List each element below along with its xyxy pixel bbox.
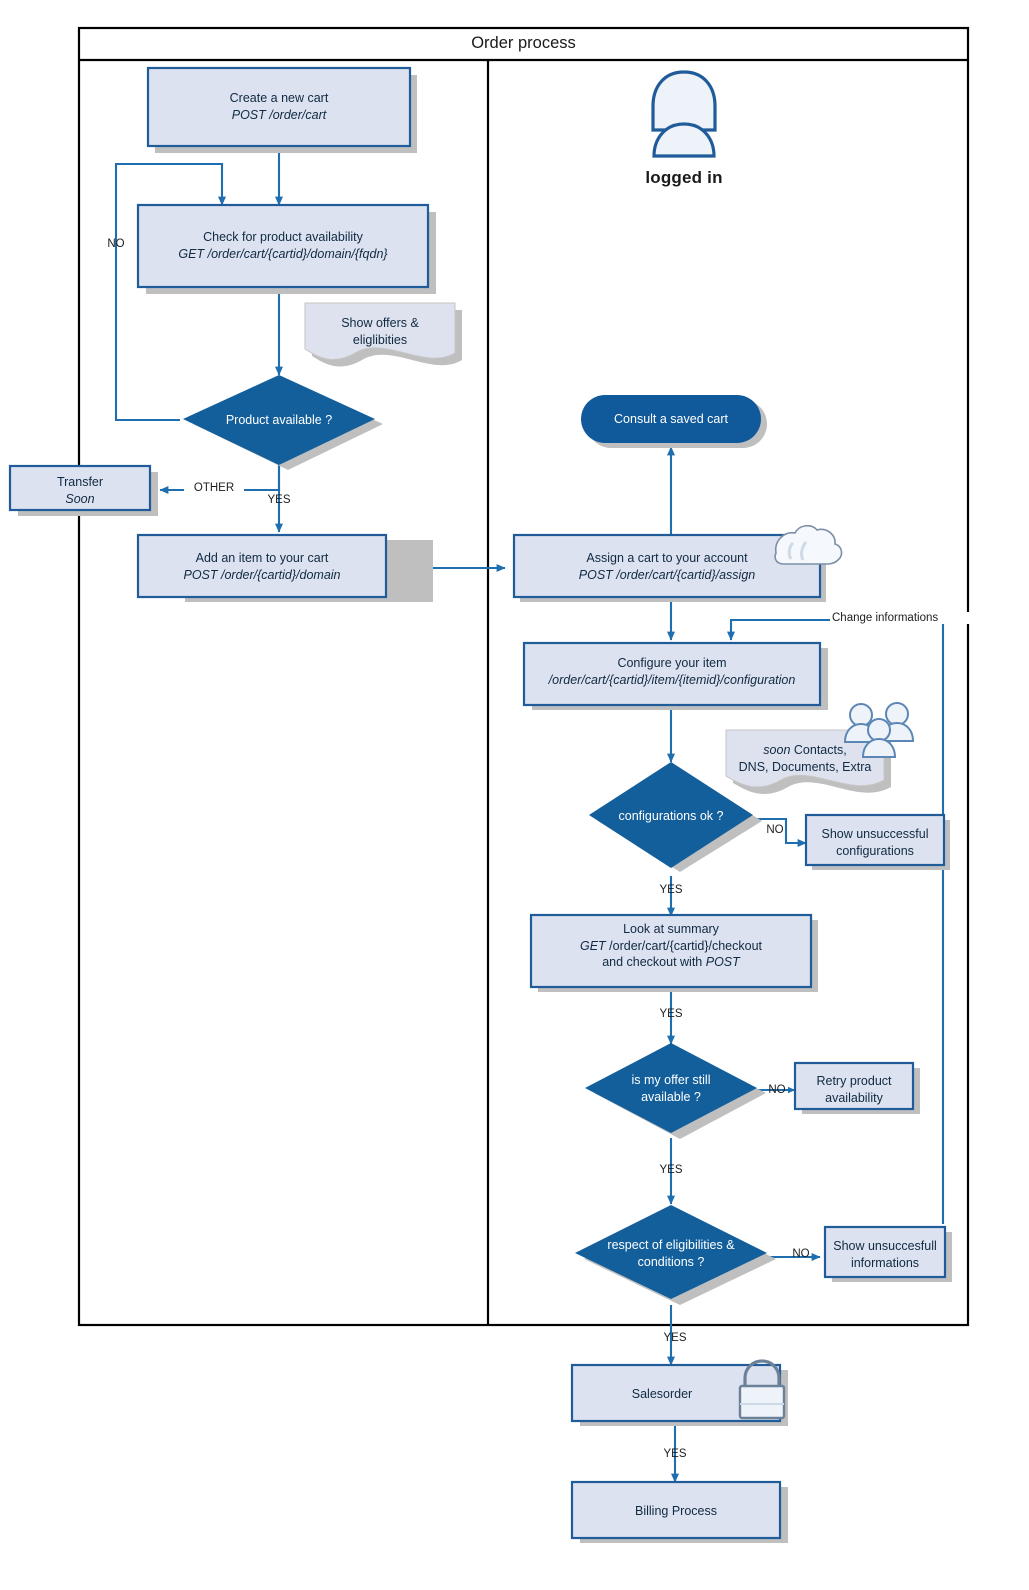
decision-nodes xyxy=(183,375,776,1305)
node-show-unsuccesfull-informations xyxy=(823,1225,947,1279)
edge-label-no-configurations: NO xyxy=(766,824,784,836)
connectors xyxy=(114,145,945,1483)
node-create-cart xyxy=(146,66,412,148)
node-consult-saved-cart xyxy=(581,395,767,448)
edge-label-no-left: NO xyxy=(107,238,125,250)
edge-label-yes-salesorder: YES xyxy=(663,1332,687,1344)
edge-label-yes-billing: YES xyxy=(663,1448,687,1460)
user-icon xyxy=(651,70,717,158)
node-configure-item xyxy=(522,641,822,707)
node-show-unsuccessful-configurations xyxy=(804,813,946,867)
node-billing-process xyxy=(570,1480,782,1540)
people-icon xyxy=(843,702,915,758)
edge-label-other: OTHER xyxy=(184,482,244,494)
edge-label-yes-offer: YES xyxy=(659,1008,683,1020)
node-respect-eligibilities xyxy=(575,1205,767,1299)
process-frame xyxy=(77,26,970,1327)
node-assign-cart xyxy=(512,533,822,599)
node-shadows xyxy=(18,75,952,1543)
edge-label-yes-eligibilities: YES xyxy=(659,1164,683,1176)
edge-label-change-informations: Change informations xyxy=(830,612,984,624)
node-retry-product-availability xyxy=(793,1061,915,1111)
lane-label-logged-in: logged in xyxy=(645,168,723,187)
node-offer-available xyxy=(585,1043,757,1133)
edge-label-yes-add-item: YES xyxy=(267,494,291,506)
node-look-at-summary xyxy=(529,913,813,989)
node-add-item xyxy=(136,533,388,599)
lock-icon xyxy=(738,1359,786,1420)
edge-label-no-offer: NO xyxy=(768,1084,786,1096)
process-nodes xyxy=(8,66,947,1540)
edge-label-no-eligibilities: NO xyxy=(792,1248,810,1260)
page-title: Order process xyxy=(471,34,576,52)
node-check-availability xyxy=(136,203,430,289)
node-configurations-ok xyxy=(589,762,753,868)
edge-label-yes-summary: YES xyxy=(659,884,683,896)
node-transfer xyxy=(8,464,152,512)
node-product-available xyxy=(183,375,375,465)
note-soon-contacts xyxy=(725,729,891,794)
cloud-icon xyxy=(774,524,843,565)
note-show-offers xyxy=(304,302,462,367)
